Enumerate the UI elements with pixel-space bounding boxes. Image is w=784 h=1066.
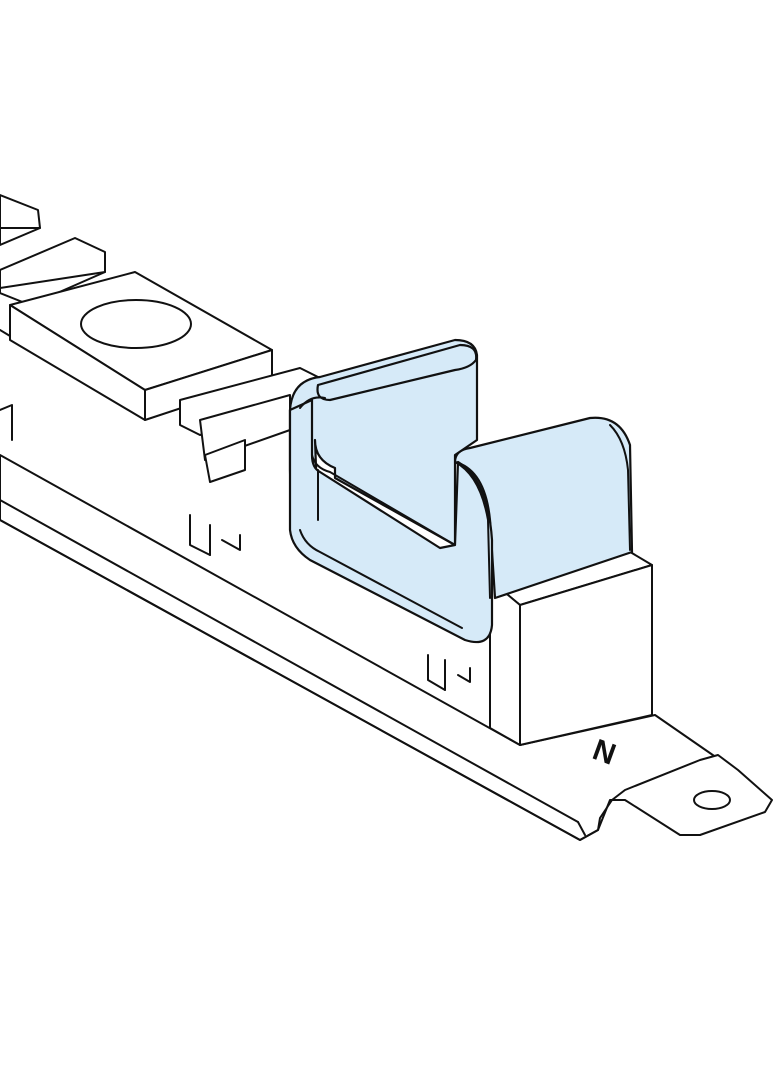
support-block-with-hole <box>9 271 273 421</box>
mounting-tab <box>611 754 773 836</box>
neutral-link-highlight <box>288 338 634 644</box>
clip-steps <box>0 329 471 691</box>
support-block-2 <box>0 237 106 306</box>
bolt-hole <box>80 299 192 349</box>
support-block-far <box>0 194 41 246</box>
mounting-hole <box>693 790 731 810</box>
